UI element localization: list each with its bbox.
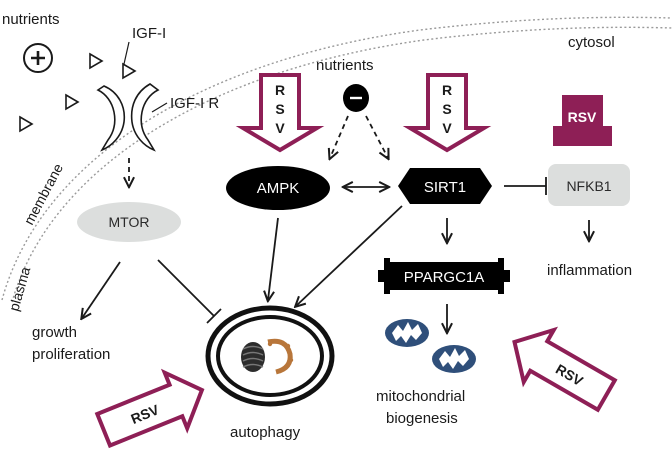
- rsv-arrow-to-sirt1: R S V: [402, 73, 492, 153]
- rsv-block-label: RSV: [568, 109, 597, 125]
- igf1-label: IGF-I: [132, 25, 166, 42]
- ampk-label: AMPK: [257, 180, 300, 197]
- plasma-membrane: [1, 16, 672, 303]
- inflammation-label: inflammation: [547, 262, 632, 279]
- minus-sign-icon: [343, 84, 369, 112]
- nutrients-label-center: nutrients: [316, 57, 374, 74]
- mtor-inhibits-autophagy-line: [157, 259, 215, 317]
- rsv-letter-s: S: [275, 101, 284, 117]
- autophagy-label: autophagy: [230, 424, 301, 441]
- igf1r-leader: [151, 102, 168, 113]
- mtor-node: MTOR: [77, 202, 181, 242]
- autophagosome-icon: [205, 305, 335, 407]
- rsv-arrow-to-ampk: R S V: [235, 73, 325, 153]
- nutrients-to-ampk-arrow: [330, 115, 349, 158]
- membrane-label-plasma: plasma: [6, 265, 34, 313]
- rsv-letter-v-2: V: [442, 120, 452, 136]
- rsv-letter-r: R: [275, 82, 285, 98]
- growth-label: growth: [32, 324, 77, 341]
- rsv-arrow-to-autophagy: RSV: [94, 368, 205, 449]
- nfkb1-label: NFKB1: [566, 178, 611, 194]
- ampk-to-autophagy-arrow: [268, 217, 279, 300]
- proliferation-label: proliferation: [32, 346, 110, 363]
- mitochondrial-label: mitochondrial: [376, 388, 465, 405]
- ppargc1a-node: PPARGC1A: [378, 258, 510, 294]
- sirt1-to-autophagy-arrow: [296, 205, 403, 306]
- mitochondrion-icon-2: [432, 345, 476, 373]
- rsv-arrow-to-mitochondria: RSV: [512, 326, 618, 413]
- igf1r-label: IGF-I R: [170, 95, 219, 112]
- nutrients-label-top: nutrients: [2, 11, 60, 28]
- biogenesis-label: biogenesis: [386, 410, 458, 427]
- rsv-letter-r-2: R: [442, 82, 452, 98]
- membrane-label-membrane: membrane: [21, 161, 67, 228]
- nutrients-to-sirt1-arrow: [365, 115, 388, 158]
- igf1-leader: [123, 41, 130, 65]
- plus-sign-icon: [23, 43, 53, 73]
- mtor-inhibit-bar: [206, 308, 222, 324]
- nfkb1-node: NFKB1: [548, 164, 630, 206]
- mitochondrion-icon: [385, 319, 429, 347]
- ppargc1a-label: PPARGC1A: [404, 269, 485, 286]
- rsv-letter-s-2: S: [442, 101, 451, 117]
- sirt1-node: SIRT1: [398, 168, 492, 204]
- cytosol-label: cytosol: [568, 34, 615, 51]
- mtor-to-growth-arrow: [82, 261, 121, 318]
- rsv-block-inhibitor: RSV: [553, 95, 612, 146]
- mtor-label: MTOR: [109, 214, 150, 230]
- rsv-letter-v: V: [275, 120, 285, 136]
- igf1-ligand-triangles: [19, 52, 137, 133]
- igf1-receptor-icon: [96, 83, 160, 152]
- sirt1-label: SIRT1: [424, 179, 466, 196]
- ampk-node: AMPK: [226, 166, 330, 210]
